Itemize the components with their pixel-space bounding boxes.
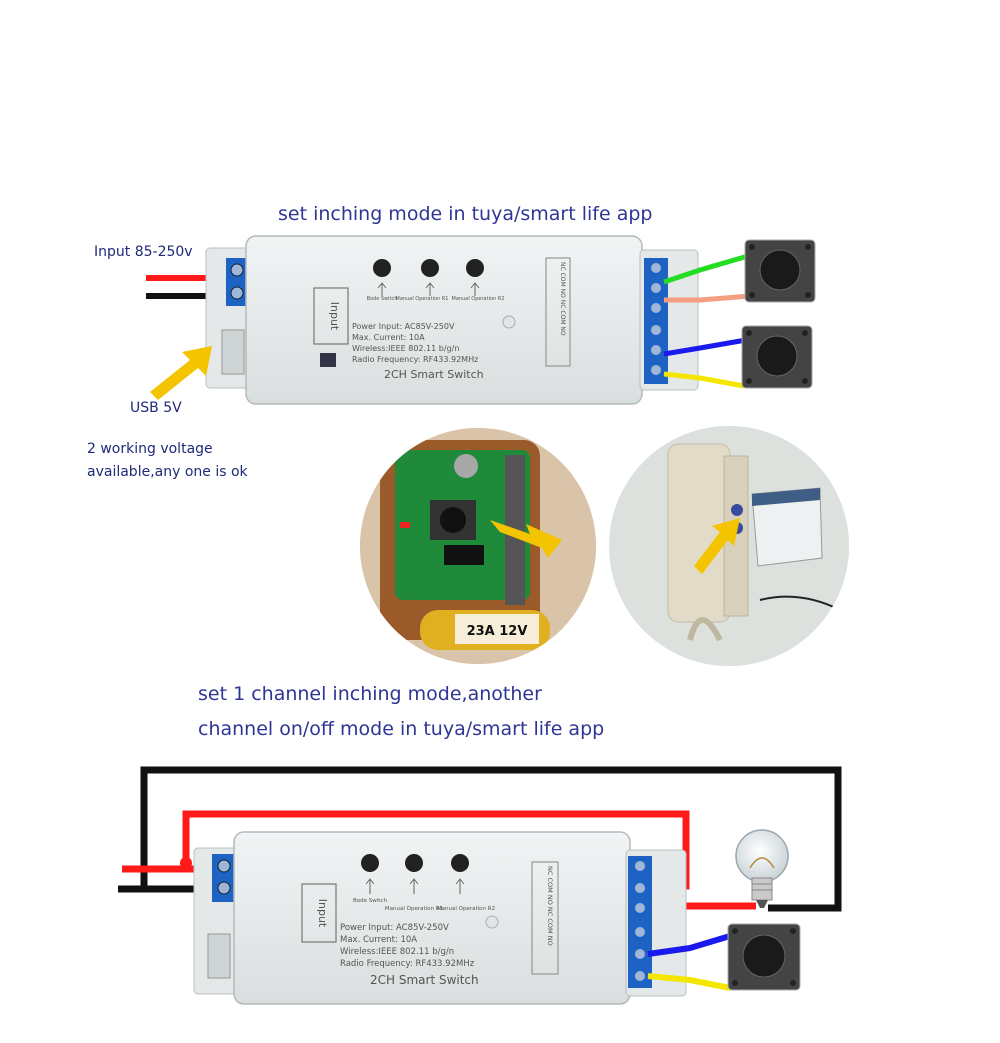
bottom-bode-switch-button xyxy=(361,854,379,872)
top-push-button-1 xyxy=(744,239,816,303)
top-terminal-labels: NC COM NO NC COM NO xyxy=(559,262,566,336)
input-voltage-label: Input 85-250v xyxy=(94,244,193,260)
top-input-tag: Input xyxy=(328,302,341,331)
bottom-spec-current: Max. Current: 10A xyxy=(340,935,417,945)
bottom-caption-line2: channel on/off mode in tuya/smart life a… xyxy=(198,718,605,740)
bottom-manual-r2-button xyxy=(451,854,469,872)
top-push-button-2 xyxy=(741,325,813,389)
usb-arrow-icon xyxy=(150,346,212,400)
top-smart-switch: Bode Switch Manual Operation R1 Manual O… xyxy=(146,235,816,405)
bottom-smart-switch: Bode Switch Manual Operation R1 Manual O… xyxy=(118,766,842,1005)
remote-control-photo: 23A 12V xyxy=(360,428,596,664)
door-phone-photo xyxy=(609,426,849,666)
top-bode-switch-button xyxy=(373,259,391,277)
top-manual-r2-button xyxy=(466,259,484,277)
bottom-spec-radio: Radio Frequency: RF433.92MHz xyxy=(340,959,475,969)
top-caption: set inching mode in tuya/smart life app xyxy=(278,203,653,225)
top-r1-label: Manual Operation R1 xyxy=(396,296,449,302)
top-spec-wireless: Wireless:IEEE 802.11 b/g/n xyxy=(352,344,459,353)
bottom-terminal-labels: NC COM NO NC COM NO xyxy=(546,866,554,946)
bottom-output-terminal xyxy=(628,856,652,988)
bottom-input-tag: Input xyxy=(316,899,329,928)
bottom-yellow-wire xyxy=(647,973,731,991)
door-phone-arrow-icon xyxy=(694,518,740,574)
top-spec-radio: Radio Frequency: RF433.92MHz xyxy=(352,355,478,364)
top-spec-current: Max. Current: 10A xyxy=(352,333,425,342)
top-green-wire xyxy=(663,253,749,285)
bottom-manual-r1-button xyxy=(405,854,423,872)
top-salmon-wire xyxy=(664,293,751,303)
top-blue-wire xyxy=(663,337,747,357)
bottom-push-button xyxy=(727,923,801,991)
usb-label: USB 5V xyxy=(130,400,182,416)
working-voltage-line2: available,any one is ok xyxy=(87,464,248,480)
working-voltage-line1: 2 working voltage xyxy=(87,441,213,457)
bottom-black-wire xyxy=(118,766,842,912)
battery-label: 23A 12V xyxy=(467,624,528,639)
remote-button-arrow-icon xyxy=(490,520,562,558)
bottom-spec-power: Power Input: AC85V-250V xyxy=(340,923,449,933)
top-bode-label: Bode Switch xyxy=(367,296,398,302)
bottom-blue-wire xyxy=(647,933,731,957)
top-r2-label: Manual Operation R2 xyxy=(452,296,505,302)
bottom-spec-wireless: Wireless:IEEE 802.11 b/g/n xyxy=(340,947,454,957)
top-spec-power: Power Input: AC85V-250V xyxy=(352,322,455,331)
working-voltage-note: 2 working voltage available,any one is o… xyxy=(87,438,248,484)
light-bulb-icon xyxy=(735,829,789,908)
bottom-caption-line1: set 1 channel inching mode,another xyxy=(198,683,542,705)
top-output-terminal xyxy=(644,258,668,384)
top-manual-r1-button xyxy=(421,259,439,277)
top-device-name: 2CH Smart Switch xyxy=(384,368,484,381)
bottom-device-name: 2CH Smart Switch xyxy=(370,973,479,987)
bottom-caption: set 1 channel inching mode,another chann… xyxy=(198,677,604,747)
bottom-r2-label: Manual Operation R2 xyxy=(437,906,495,912)
top-yellow-wire xyxy=(663,371,745,389)
bottom-r1-label: Manual Operation R1 xyxy=(385,906,443,912)
bottom-bode-label: Bode Switch xyxy=(353,898,387,904)
